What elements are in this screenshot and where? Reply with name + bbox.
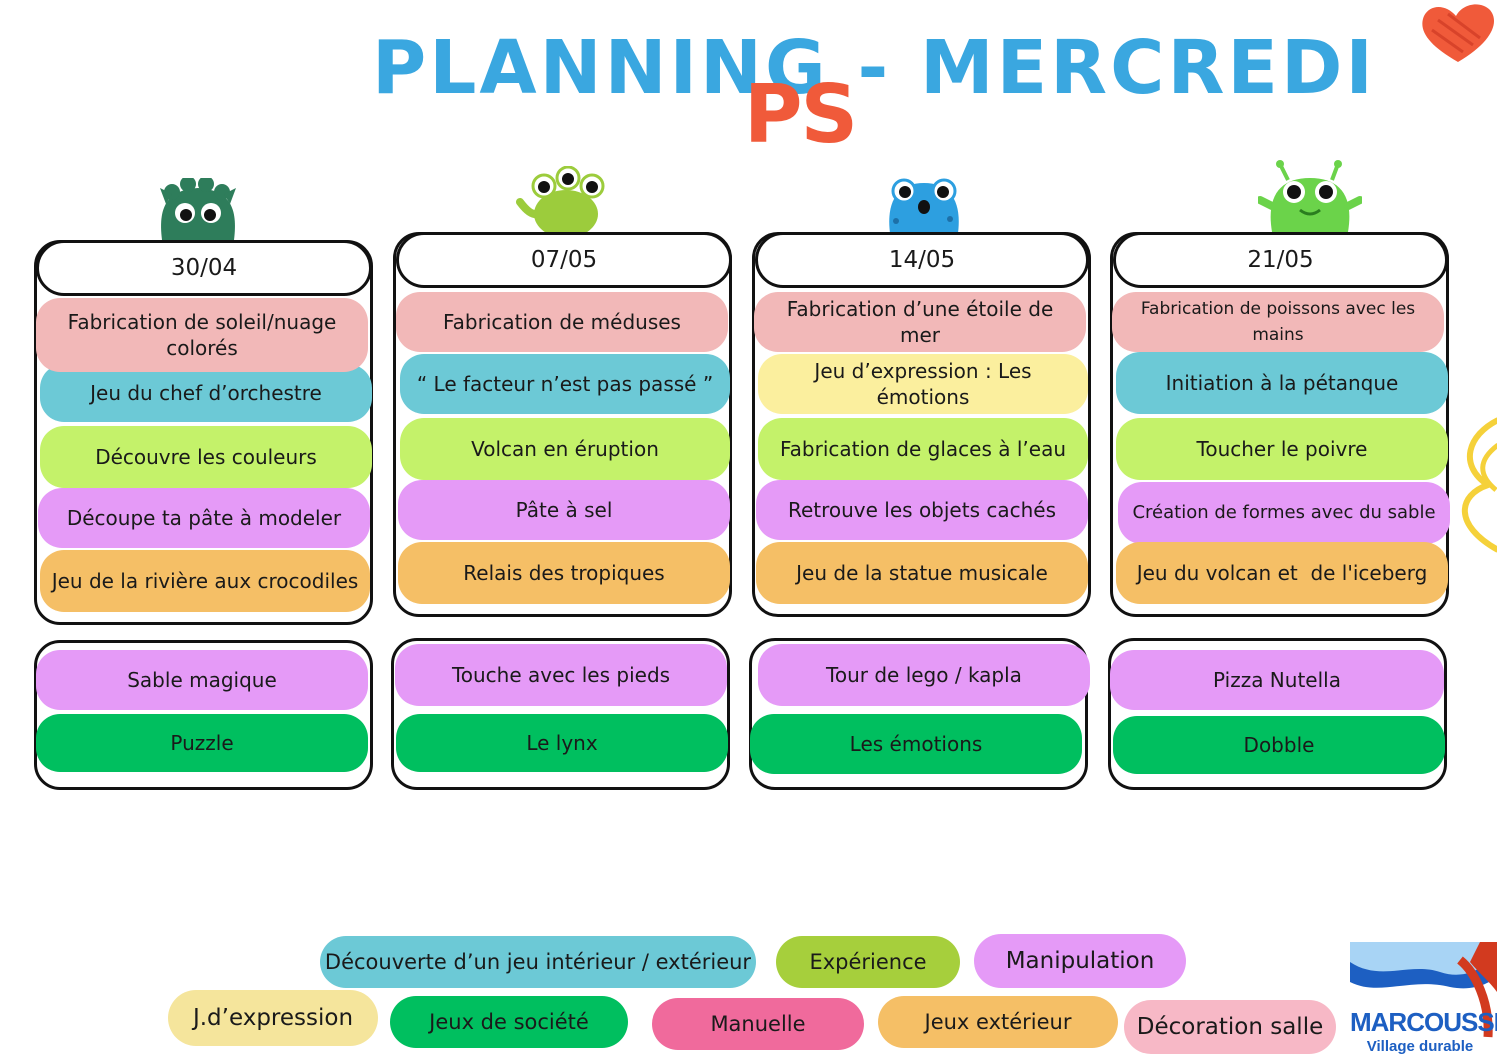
blue-monster-icon [889,178,959,233]
extra-pill: Touche avec les pieds [395,644,727,706]
marcoussis-logo [1350,942,1497,1038]
activity-pill: Création de formes avec du sable [1118,482,1450,544]
legend-item: J.d’expression [168,990,378,1046]
activity-pill: Fabrication de poissons avec les mains [1112,292,1444,352]
activity-pill: Fabrication de glaces à l’eau [758,418,1088,480]
legend-item: Jeux de société [390,996,628,1048]
legend-item: Décoration salle [1124,1000,1336,1054]
activity-pill: Relais des tropiques [398,542,730,604]
page-subtitle: PS [743,68,858,161]
activity-pill: Jeu de la rivière aux crocodiles [40,550,370,612]
activity-pill: Fabrication d’une étoile de mer [754,292,1086,352]
swirl-icon [1461,417,1497,553]
activity-pill: Découpe ta pâte à modeler [38,488,370,548]
activity-pill: Fabrication de méduses [396,292,728,352]
extra-pill: Dobble [1113,716,1445,774]
activity-pill: Pâte à sel [398,480,730,540]
dark-green-monster-icon [160,178,236,240]
activity-pill: Jeu du volcan et de l'iceberg [1116,542,1448,604]
page-title: PLANNING - MERCREDI [372,25,1376,111]
extra-pill: Les émotions [750,714,1082,774]
legend-item: Manuelle [652,998,864,1050]
date-header: 30/04 [36,240,372,296]
legend-item: Manipulation [974,934,1186,988]
activity-pill: Jeu d’expression : Les émotions [758,354,1088,414]
date-header: 07/05 [396,232,732,288]
activity-pill: Jeu du chef d’orchestre [40,364,372,422]
legend-item: Jeux extérieur [878,996,1118,1048]
legend-item: Découverte d’un jeu intérieur / extérieu… [320,936,756,988]
activity-pill: Volcan en éruption [400,418,730,480]
logo-tagline: Village durable [1366,1038,1474,1055]
activity-pill: Toucher le poivre [1116,418,1448,480]
extra-pill: Le lynx [396,714,728,772]
lime-three-eyed-monster-icon [516,166,605,232]
legend-item: Expérience [776,936,960,988]
activity-pill: Initiation à la pétanque [1116,352,1448,414]
green-antenna-monster-icon [1258,160,1362,232]
date-header: 21/05 [1113,232,1448,288]
extra-pill: Sable magique [36,650,368,710]
activity-pill: Jeu de la statue musicale [756,542,1088,604]
extra-pill: Puzzle [36,714,368,772]
activity-pill: Fabrication de soleil/nuage colorés [36,298,368,372]
activity-pill: Retrouve les objets cachés [756,480,1088,540]
extra-pill: Pizza Nutella [1110,650,1444,710]
logo-name: MARCOUSSIS [1350,1007,1497,1037]
heart-icon [1422,4,1495,62]
date-header: 14/05 [755,232,1089,288]
extra-pill: Tour de lego / kapla [758,644,1090,706]
activity-pill: “ Le facteur n’est pas passé ” [400,354,730,414]
activity-pill: Découvre les couleurs [40,426,372,488]
